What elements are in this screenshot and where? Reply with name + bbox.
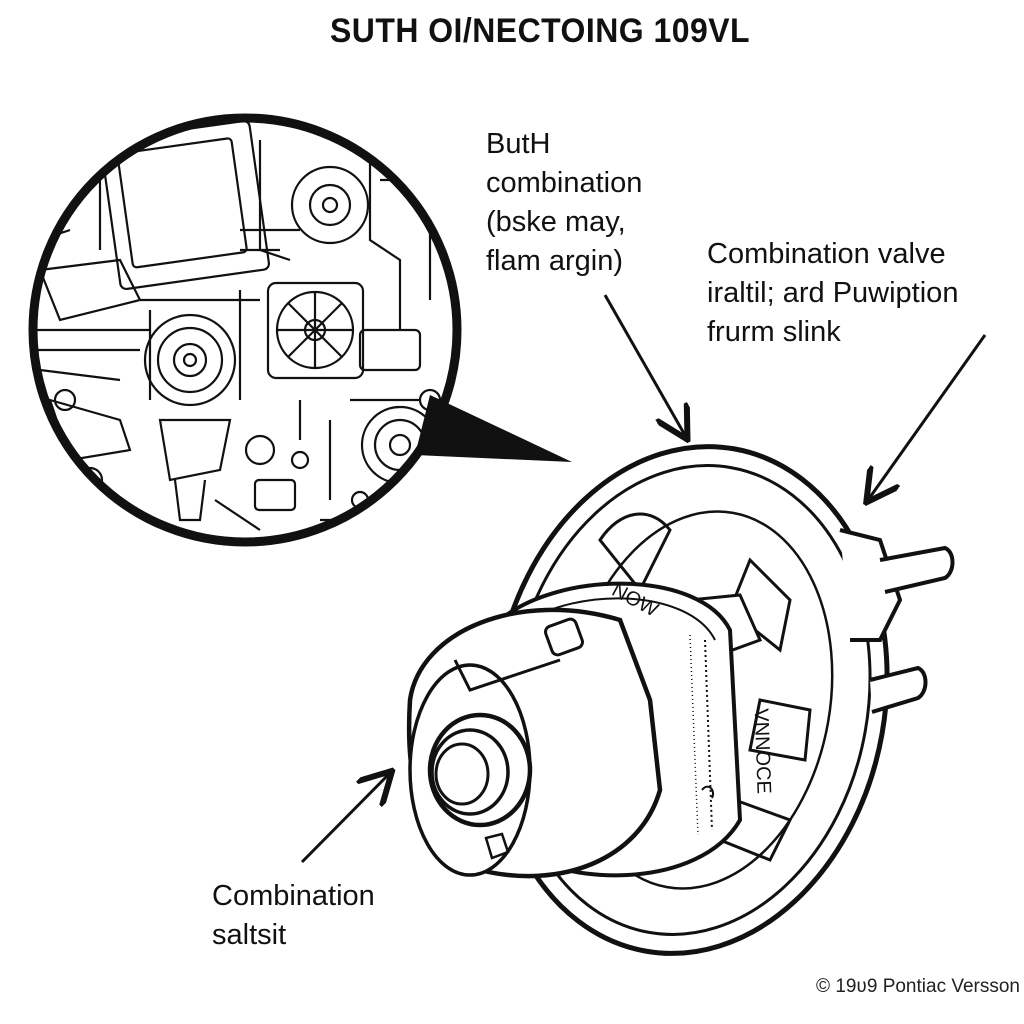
- callout-right-line: Combination valve: [707, 238, 946, 270]
- callout-label-right: Combination valve iraltil; ard Puwiption…: [707, 235, 958, 352]
- engine-bay-inset: [28, 113, 462, 547]
- combination-valve-assembly: [406, 444, 955, 956]
- callout-top-line: flam argin): [486, 245, 623, 277]
- callout-right-line: frurm slink: [707, 316, 841, 348]
- callout-arrow-right: [868, 334, 987, 500]
- callout-top-line: ButH: [486, 128, 551, 160]
- callout-arrow-top: [603, 294, 686, 437]
- callout-bottom-line: saltsit: [212, 919, 287, 951]
- band-marking-side: VNNOCE: [750, 708, 775, 794]
- callout-top-line: combination: [486, 167, 643, 199]
- diagram-title: SUTH OI/NECTOING 109VL: [329, 12, 750, 50]
- callout-top-line: (bske may,: [486, 206, 626, 238]
- copyright-notice: © 19ʋ9 Pontiac Versson: [816, 976, 1020, 997]
- callout-label-bottom: Combination saltsit: [212, 877, 375, 955]
- callout-label-top: ButH combination (bske may, flam argin): [486, 125, 642, 281]
- callout-arrow-bottom: [300, 773, 390, 864]
- callout-right-line: iraltil; ard Puwiption: [707, 277, 959, 309]
- callout-bottom-line: Combination: [212, 880, 375, 912]
- magnifier-pointer: [415, 395, 572, 462]
